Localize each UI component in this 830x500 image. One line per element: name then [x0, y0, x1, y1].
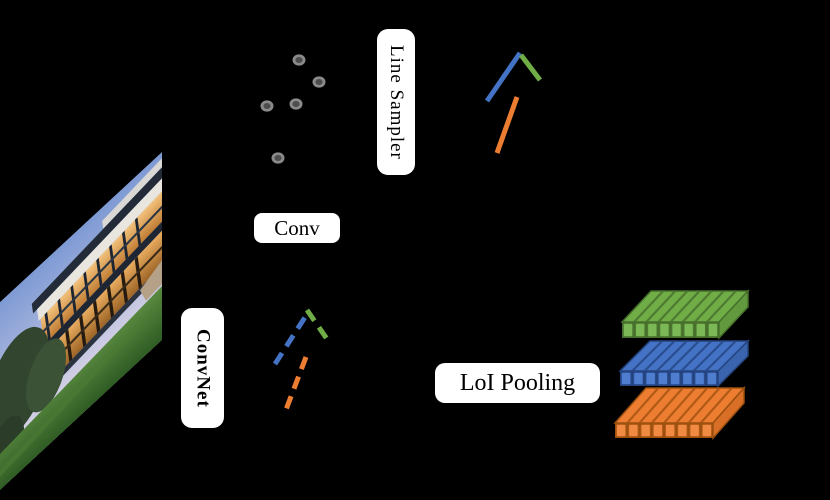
junction-dot: [312, 76, 326, 88]
proposal-line-blue: [272, 309, 312, 366]
line-sampler-label: Line Sampler: [386, 44, 407, 160]
loi-pooling-label: LoI Pooling: [459, 369, 576, 396]
house-photo: [0, 151, 162, 490]
convnet-label: ConvNet: [192, 328, 214, 408]
sampled-line-green: [519, 53, 542, 82]
feature-slab-orange: [613, 386, 746, 440]
line-sampler-box: Line Sampler: [377, 29, 415, 175]
sampled-line-orange: [494, 96, 520, 154]
conv-label: Conv: [274, 215, 320, 240]
sampled-line-blue: [484, 51, 523, 103]
junction-dot: [271, 152, 285, 164]
junction-dot: [289, 98, 303, 110]
junction-dot: [260, 100, 274, 112]
proposal-line-green: [304, 308, 330, 341]
junction-dot: [292, 54, 306, 66]
conv-box: Conv: [254, 213, 340, 243]
feature-slab-blue: [618, 339, 750, 388]
proposal-line-orange: [281, 356, 309, 416]
loi-pooling-box: LoI Pooling: [435, 363, 600, 403]
input-image: [0, 151, 162, 490]
feature-slab-green: [620, 289, 750, 340]
convnet-box: ConvNet: [181, 308, 224, 428]
